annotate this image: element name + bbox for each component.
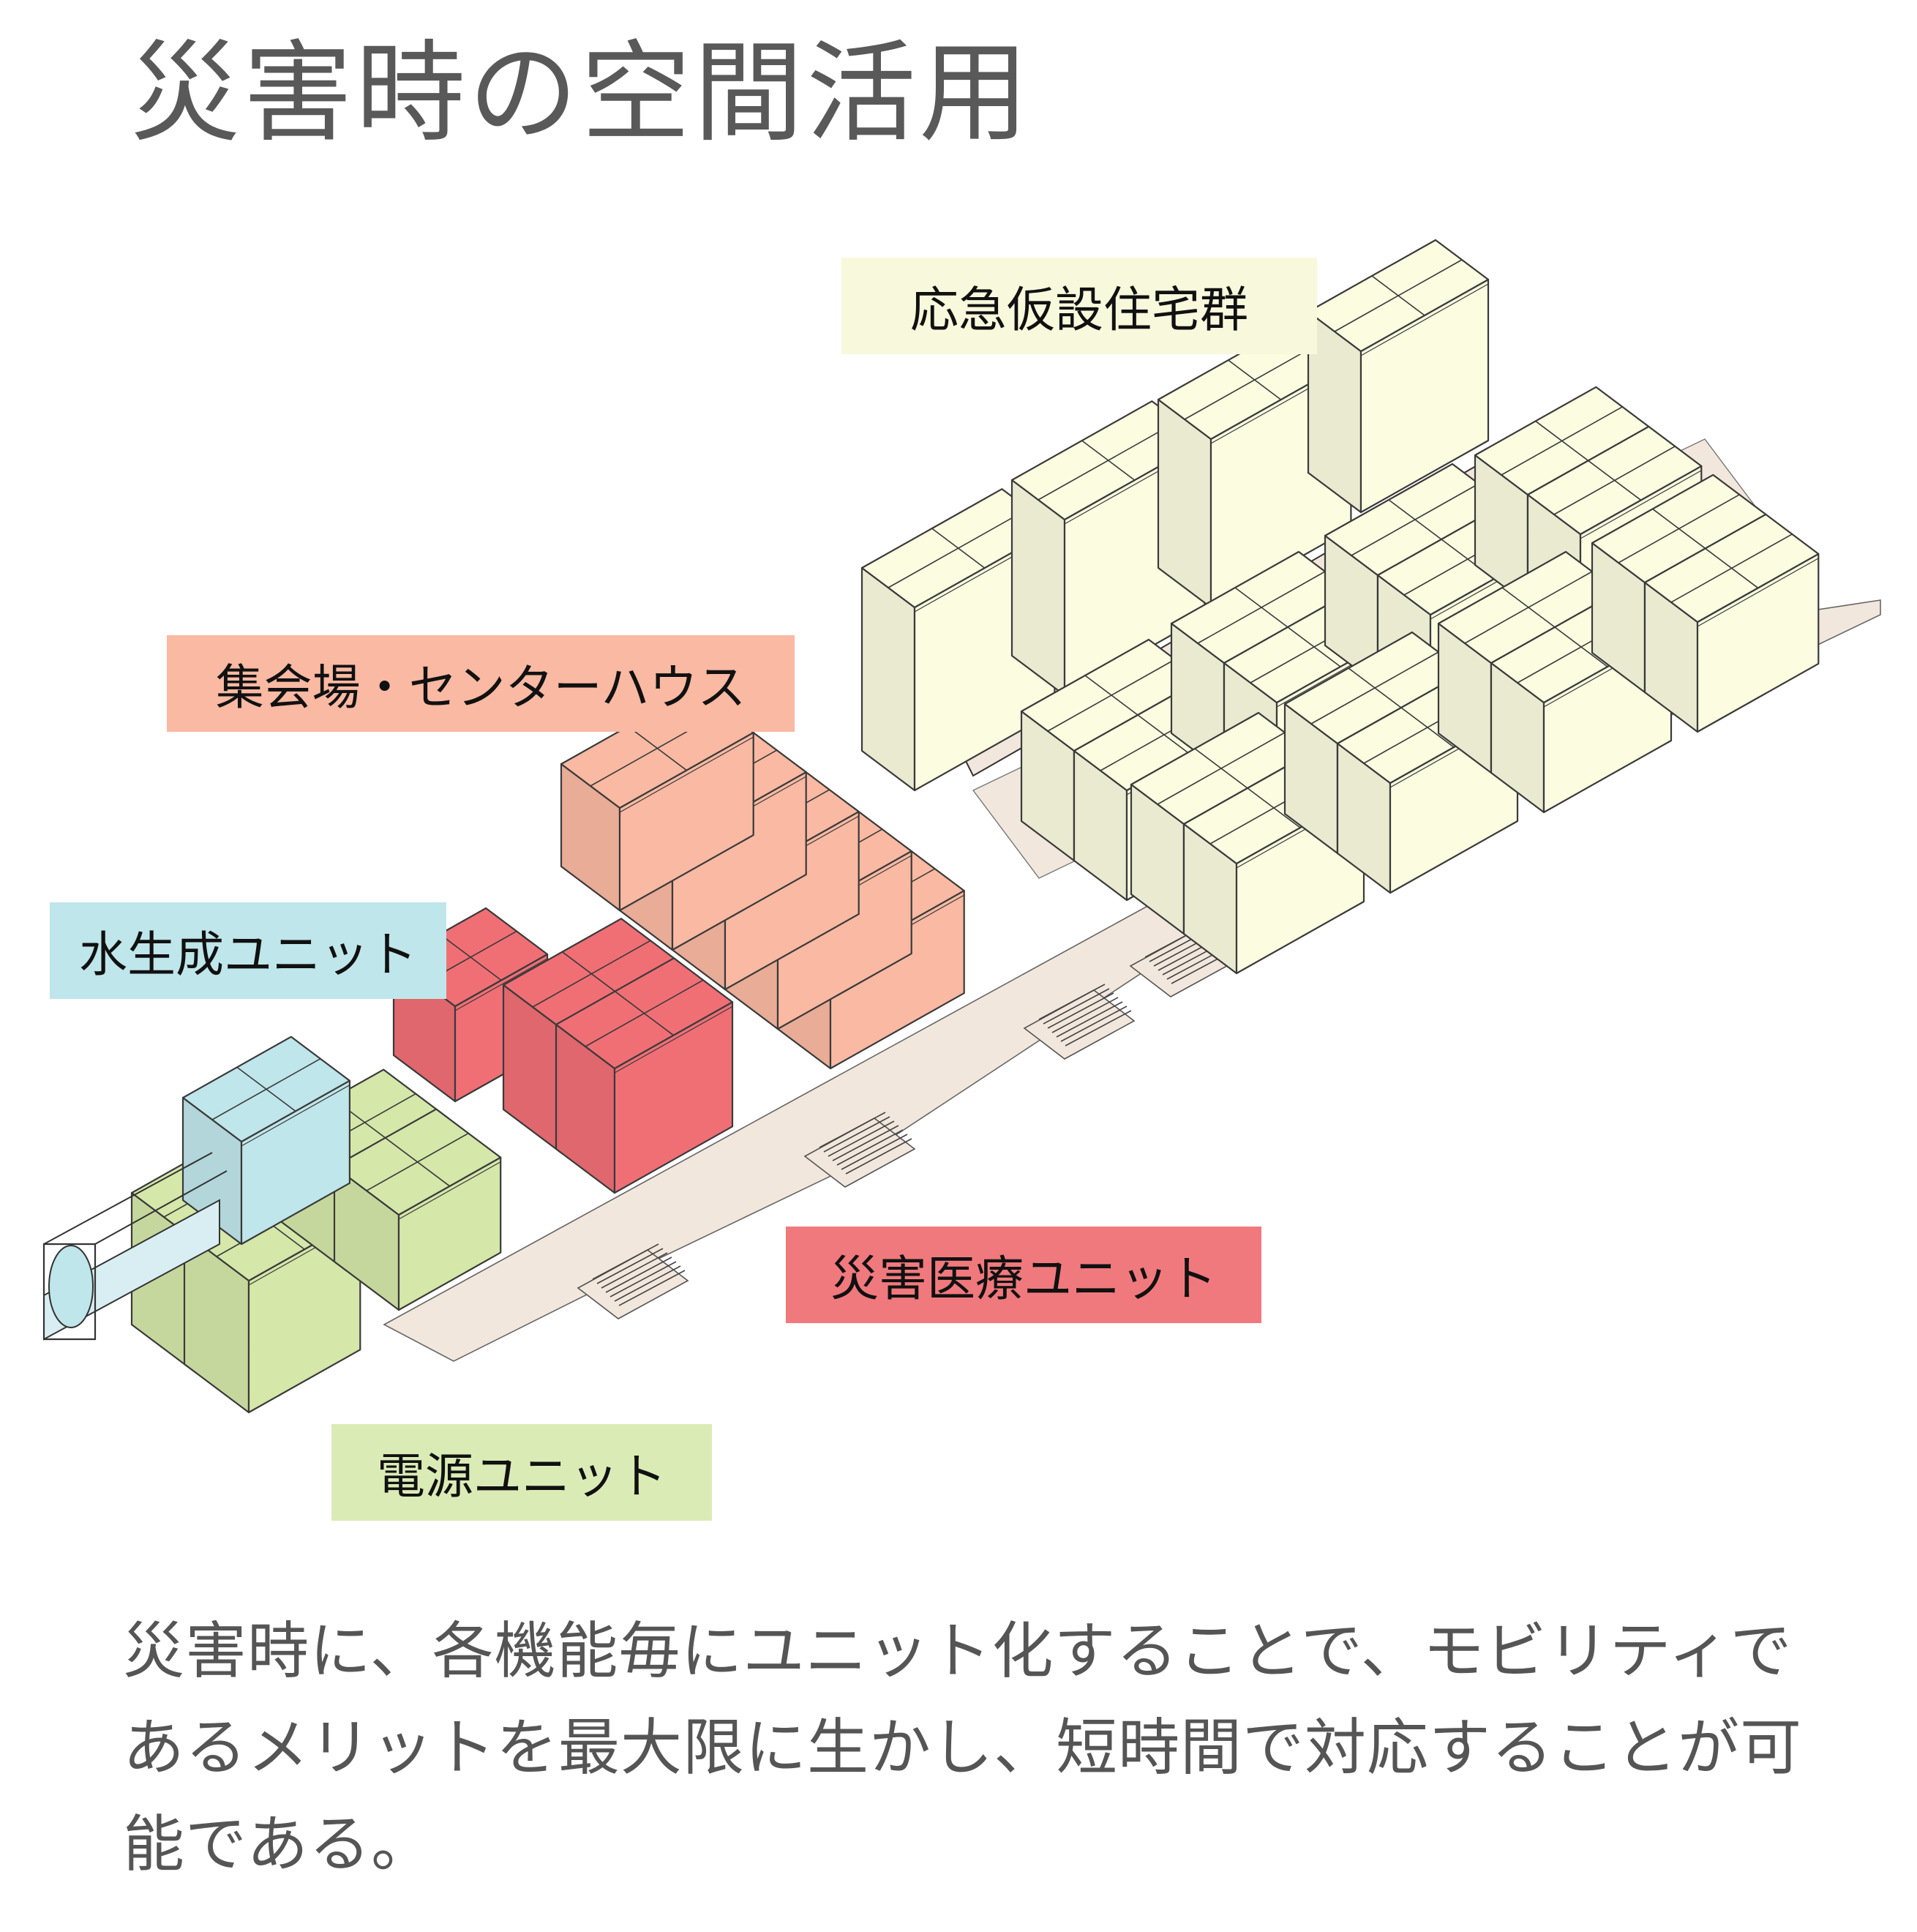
housing-tower-4 bbox=[1307, 239, 1490, 514]
page-title: 災害時の空間活用 bbox=[130, 30, 1032, 157]
label-power: 電源ユニット bbox=[331, 1424, 712, 1521]
label-housing: 応急仮設住宅群 bbox=[841, 258, 1317, 354]
stairs-1 bbox=[577, 1243, 689, 1319]
medical-unit-b-front bbox=[555, 957, 734, 1194]
housing-row-8-front bbox=[1643, 513, 1820, 733]
label-hall: 集会場・センターハウス bbox=[167, 635, 795, 732]
stairs-3 bbox=[1023, 984, 1136, 1060]
water-unit bbox=[181, 1036, 350, 1246]
stairs-2 bbox=[803, 1112, 916, 1188]
hall-unit-5 bbox=[560, 687, 754, 912]
description-text: 災害時に、各機能毎にユニット化することで、モビリティであるメリットを最大限に生か… bbox=[123, 1615, 1803, 1880]
label-medical: 災害医療ユニット bbox=[786, 1227, 1261, 1323]
water-tank-frame bbox=[42, 1152, 228, 1341]
label-water: 水生成ユニット bbox=[50, 902, 446, 999]
power-unit-b-front bbox=[333, 1108, 502, 1311]
